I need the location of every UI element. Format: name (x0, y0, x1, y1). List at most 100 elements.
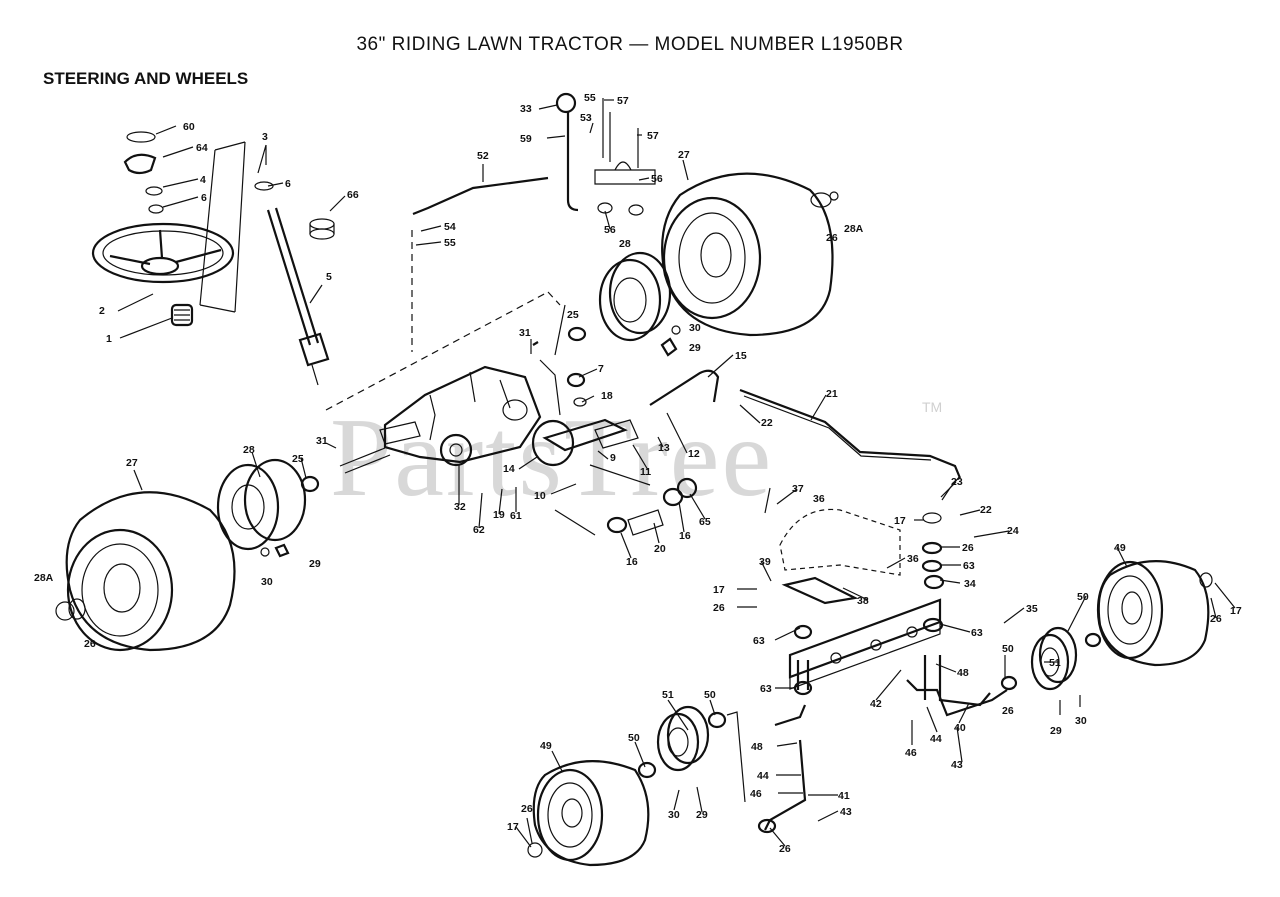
rear-hub-lower-hardware (55, 543, 290, 621)
axle-pivot-part (542, 418, 628, 452)
callout-46b: 46 (750, 788, 762, 800)
watermark-text: PartsTree (330, 396, 773, 520)
rear-tire-lower-part (65, 491, 236, 652)
leader-lines (117, 99, 1236, 848)
front-axle-part (788, 598, 942, 690)
axle-support-part (779, 508, 901, 605)
callout-13: 13 (658, 442, 670, 454)
callout-33: 33 (520, 103, 532, 115)
callout-2: 2 (99, 305, 105, 317)
callout-56a: 56 (651, 173, 663, 185)
callout-1: 1 (106, 333, 112, 345)
tie-rod-part (739, 388, 962, 479)
callout-30d: 30 (668, 809, 680, 821)
callout-26h: 26 (521, 803, 533, 815)
bracket-part (594, 98, 656, 216)
callout-64: 64 (196, 142, 208, 154)
callout-17a: 17 (894, 515, 906, 527)
rear-tire-upper-part (661, 172, 834, 337)
callout-31a: 31 (519, 327, 531, 339)
front-tire-left-part (532, 760, 650, 867)
callout-50d: 50 (628, 732, 640, 744)
callout-7: 7 (598, 363, 604, 375)
callout-35: 35 (1026, 603, 1038, 615)
callout-38: 38 (857, 595, 869, 607)
callout-43a: 43 (951, 759, 963, 771)
front-rim-right-part (1000, 572, 1213, 691)
callout-9: 9 (610, 452, 616, 464)
brake-rod-part (539, 304, 566, 416)
callout-26a: 26 (826, 232, 838, 244)
callout-40: 40 (954, 722, 966, 734)
transaxle-part (339, 341, 542, 474)
callout-39: 39 (759, 556, 771, 568)
rear-rim-lower-part (216, 458, 320, 551)
callout-29a: 29 (689, 342, 701, 354)
rear-rim-upper-part (598, 251, 672, 342)
steering-cap-part (123, 131, 157, 175)
callout-61: 61 (510, 510, 522, 522)
callout-63c: 63 (971, 627, 983, 639)
callout-57a: 57 (617, 95, 629, 107)
shift-lever-part (566, 112, 579, 212)
callout-26f: 26 (1002, 705, 1014, 717)
callout-10: 10 (534, 490, 546, 502)
spacer-parts (554, 326, 698, 536)
shift-rod-part (412, 176, 549, 216)
callout-36b: 36 (907, 553, 919, 565)
drag-link-part (649, 369, 720, 406)
callout-3: 3 (262, 131, 268, 143)
steering-guide-lines (199, 141, 246, 313)
section-title: STEERING AND WHEELS (43, 69, 249, 88)
brake-disc-part (531, 419, 575, 467)
rear-hub-upper-hardware (660, 191, 839, 357)
callout-26e: 26 (1210, 613, 1222, 625)
callout-28b: 28 (243, 444, 255, 456)
callout-44a: 44 (930, 733, 942, 745)
callout-44b: 44 (757, 770, 769, 782)
callout-29c: 29 (1050, 725, 1062, 737)
diagram-title: 36" RIDING LAWN TRACTOR — MODEL NUMBER L… (356, 34, 904, 55)
spindle-left-part (757, 624, 813, 834)
callout-17c: 17 (1230, 605, 1242, 617)
callout-22a: 22 (761, 417, 773, 429)
callout-43b: 43 (840, 806, 852, 818)
callout-65: 65 (699, 516, 711, 528)
dashed-guide-lines (325, 230, 561, 411)
callout-28Ab: 28A (34, 572, 54, 584)
callout-27b: 27 (126, 457, 138, 469)
callout-48b: 48 (751, 741, 763, 753)
callout-28a: 28 (619, 238, 631, 250)
callout-63a: 63 (963, 560, 975, 572)
callout-37: 37 (792, 483, 804, 495)
callout-57b: 57 (647, 130, 659, 142)
callout-15: 15 (735, 350, 747, 362)
callout-23: 23 (951, 476, 963, 488)
front-rim-left-part (527, 705, 746, 858)
callout-46a: 46 (905, 747, 917, 759)
callout-14: 14 (503, 463, 515, 475)
callout-55b: 55 (444, 237, 456, 249)
bracket-plate-part (594, 419, 639, 449)
callout-42: 42 (870, 698, 882, 710)
callout-41: 41 (838, 790, 850, 802)
callout-17d: 17 (507, 821, 519, 833)
callout-51b: 51 (662, 689, 674, 701)
callout-53: 53 (580, 112, 592, 124)
callout-55a: 55 (584, 92, 596, 104)
callout-50a: 50 (1077, 591, 1089, 603)
callout-36a: 36 (813, 493, 825, 505)
callout-66: 66 (347, 189, 359, 201)
front-tire-right-part (1096, 560, 1210, 667)
callout-51a: 51 (1049, 657, 1061, 669)
callout-28Aa: 28A (844, 223, 864, 235)
bushing-part (309, 218, 335, 240)
callout-31b: 31 (316, 435, 328, 447)
callout-60: 60 (183, 121, 195, 133)
steering-adapter-part (170, 303, 194, 327)
callout-26g: 26 (779, 843, 791, 855)
callout-18: 18 (601, 390, 613, 402)
callout-29b: 29 (309, 558, 321, 570)
callout-63b: 63 (753, 635, 765, 647)
steering-wheel-part (91, 186, 235, 284)
